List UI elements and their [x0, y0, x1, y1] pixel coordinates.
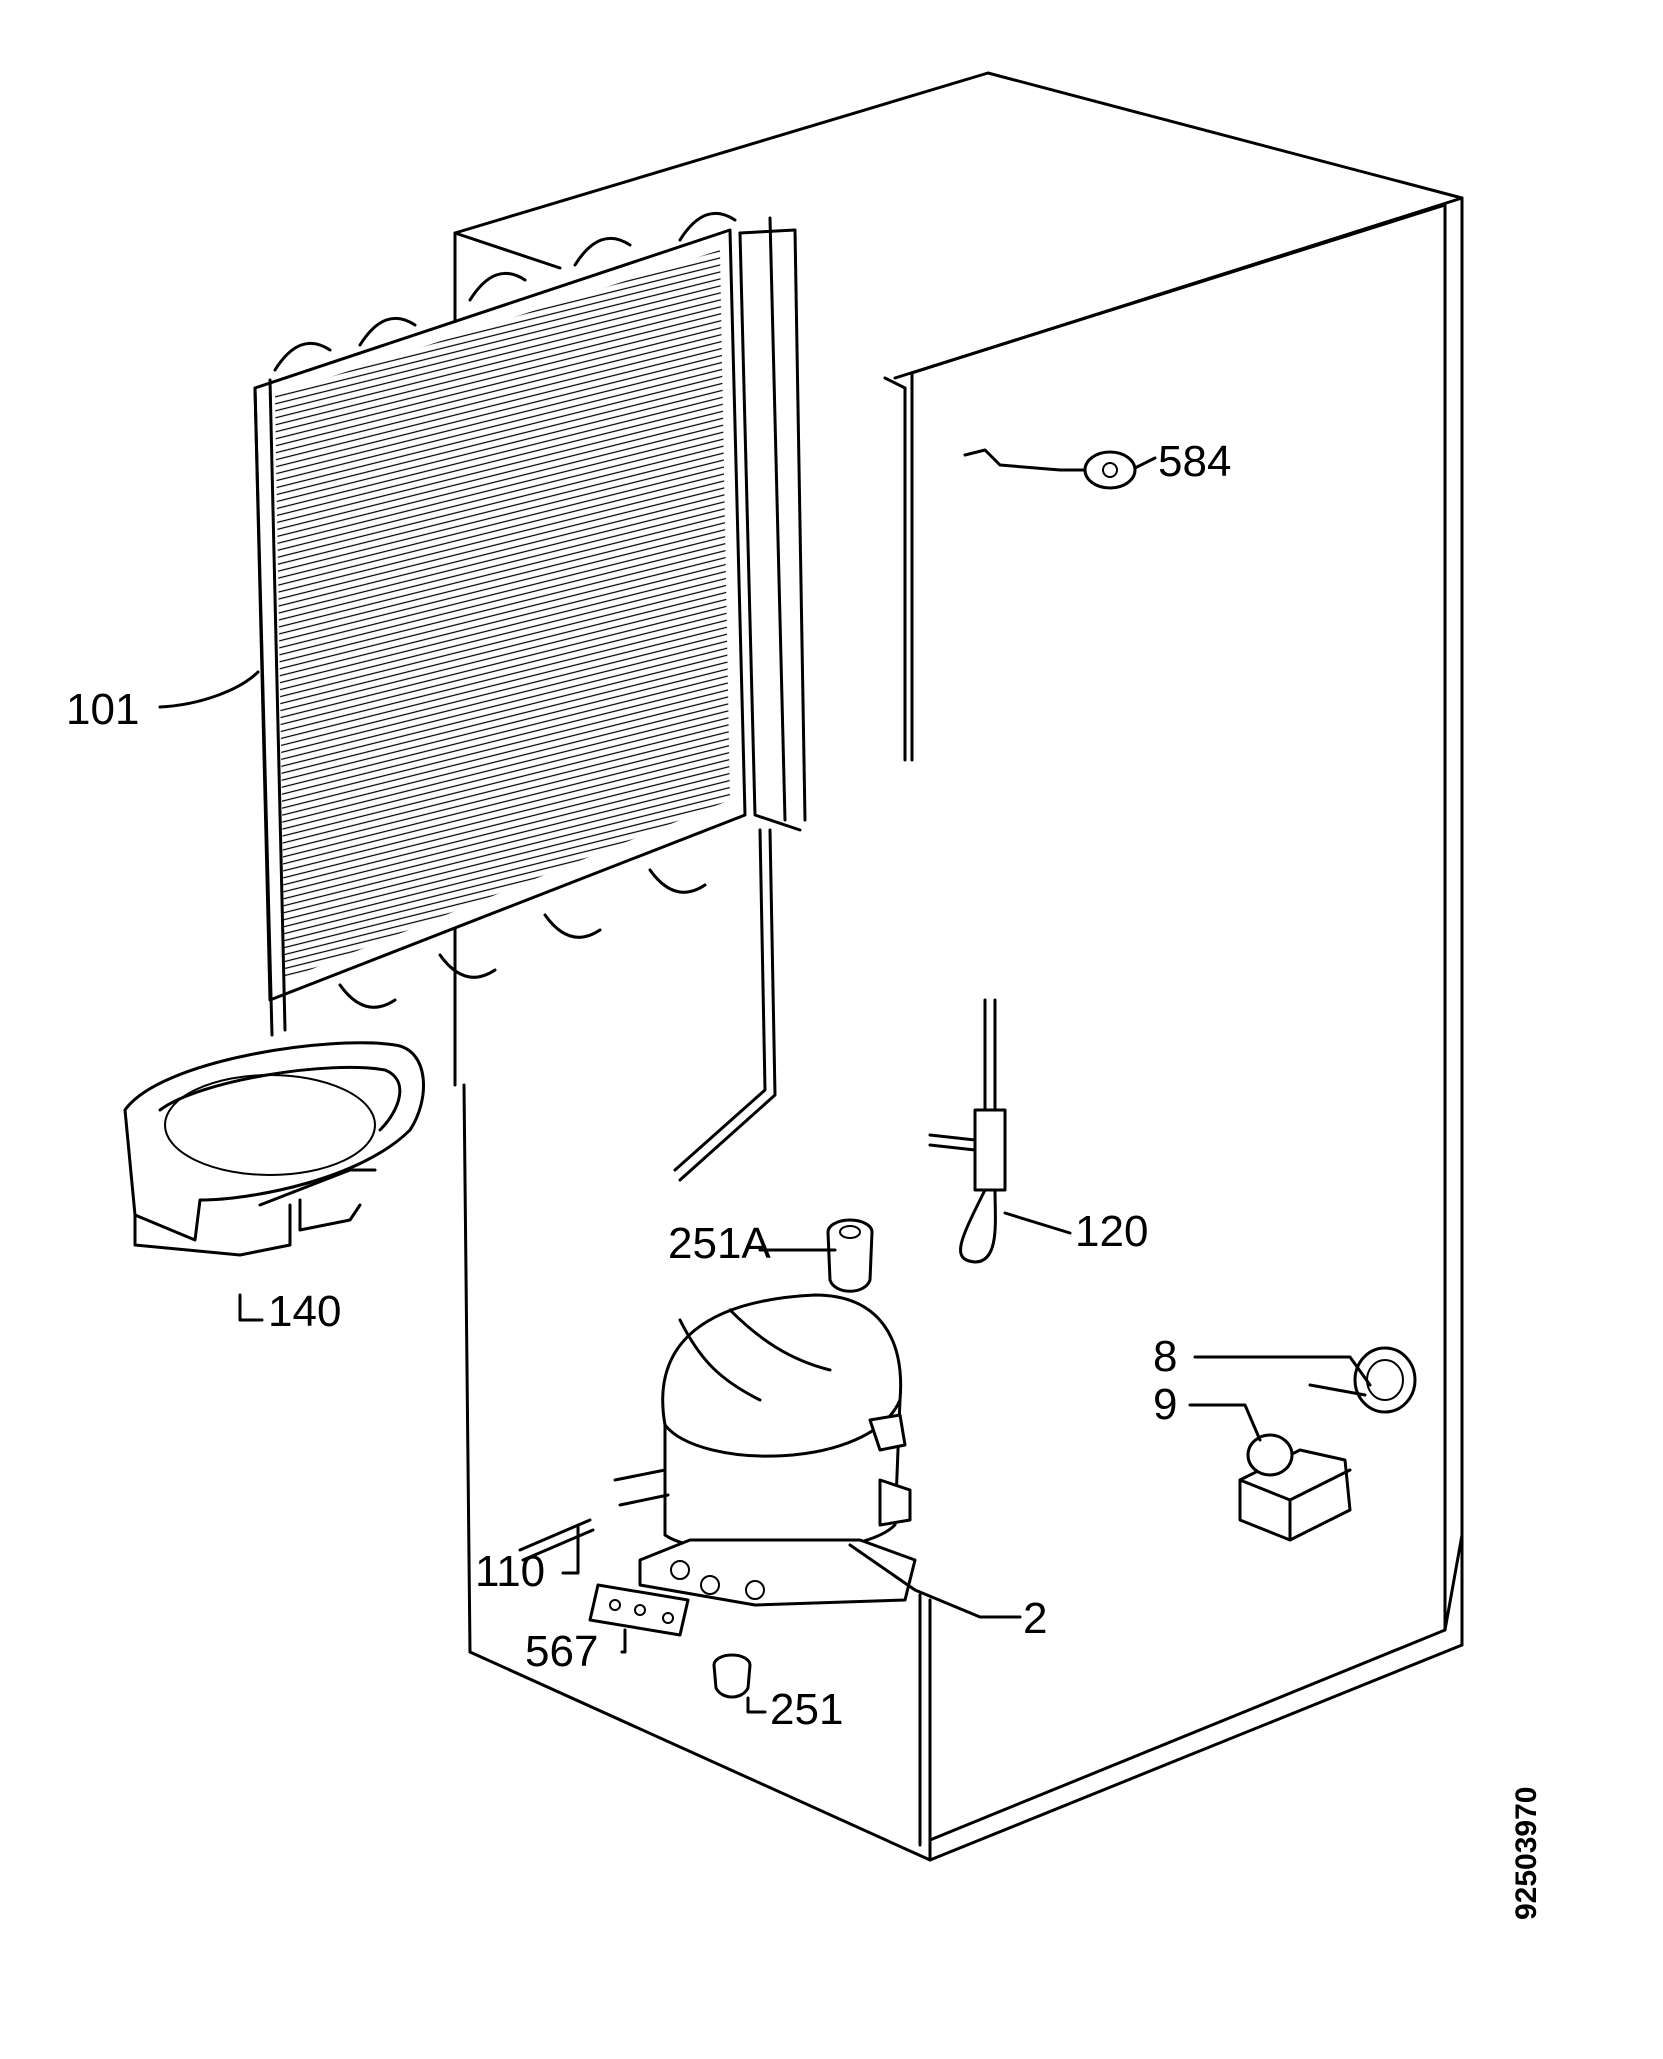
reference-number: 92503970	[1510, 1786, 1543, 1920]
cabinet	[453, 71, 1464, 1862]
leader-lines	[158, 456, 1372, 1714]
label-110: 110	[475, 1547, 546, 1596]
label-567: 567	[525, 1627, 599, 1676]
condenser-tube-bends-top	[273, 211, 737, 372]
condenser-coil	[253, 211, 807, 1182]
compressor	[613, 1293, 917, 1607]
label-120: 120	[1075, 1207, 1149, 1256]
label-9: 9	[1153, 1380, 1178, 1429]
label-8: 8	[1153, 1332, 1178, 1381]
dryer-filter	[826, 1218, 874, 1293]
label-251: 251	[770, 1685, 844, 1734]
rubber-grommet	[712, 1653, 752, 1699]
label-2: 2	[1023, 1594, 1048, 1643]
mounting-plate	[588, 1583, 690, 1637]
label-101: 101	[66, 685, 140, 734]
overload-protector	[1238, 1433, 1352, 1542]
condenser-tube-bends-bottom	[338, 868, 707, 1009]
sensor-probe	[963, 448, 1137, 490]
label-584: 584	[1158, 437, 1232, 486]
start-relay	[1308, 1346, 1417, 1414]
relay-heater	[928, 998, 1007, 1264]
drip-tray	[123, 1041, 425, 1257]
label-140: 140	[268, 1287, 342, 1336]
label-251a: 251A	[668, 1219, 771, 1268]
